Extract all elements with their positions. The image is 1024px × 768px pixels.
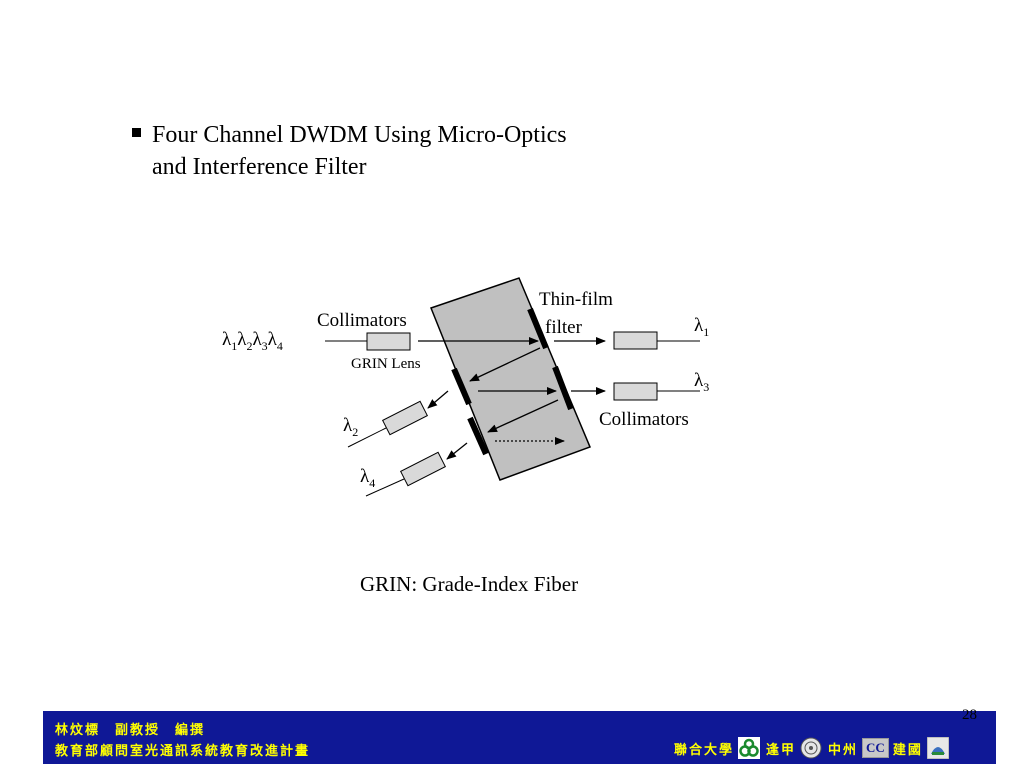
grin-lens-label: GRIN Lens — [351, 356, 421, 372]
output-collimator-3 — [613, 382, 658, 401]
glass-substrate — [430, 277, 591, 481]
page-number: 28 — [962, 707, 977, 723]
output-collimator-1 — [613, 331, 658, 350]
beam-reflect-2 — [487, 399, 559, 433]
output-fiber-4 — [365, 478, 405, 497]
filter-label: filter — [545, 317, 583, 338]
collimators-label-top: Collimators — [317, 310, 407, 331]
output-beam-4 — [446, 442, 468, 460]
bullet-square-icon — [132, 128, 141, 137]
output-collimator-2 — [381, 400, 429, 436]
thin-film-label: Thin-film — [539, 289, 613, 310]
input-collimator — [366, 332, 411, 351]
partner-union-university: 聯合大學 — [674, 742, 735, 758]
output-fiber-2 — [347, 427, 387, 448]
input-wavelengths-label: λ1λ2λ3λ4 — [222, 329, 283, 353]
partner-chienkuo: 建國 — [892, 742, 923, 758]
lambda4-label: λ4 — [360, 466, 375, 490]
lambda1-label: λ1 — [694, 315, 709, 339]
filter-4 — [467, 416, 489, 456]
footer-bar: 28 林炆標 副教授 編撰 教育部顧問室光通訊系統教育改進計畫 聯合大學 逢甲 … — [43, 707, 996, 764]
filter-3 — [552, 365, 574, 411]
footer-project: 教育部顧問室光通訊系統教育改進計畫 — [55, 744, 311, 759]
beam-reflect-1 — [469, 347, 541, 382]
output-beam-2 — [427, 390, 449, 409]
partner-chungchou: 中州 — [828, 742, 859, 758]
partner-logos: 聯合大學 逢甲 中州 CC 建國 — [674, 735, 955, 761]
lambda3-label: λ3 — [694, 370, 709, 394]
filter-1 — [527, 307, 549, 350]
collimators-label-right: Collimators — [599, 409, 689, 430]
cc-badge-icon: CC — [862, 738, 889, 758]
footer-author: 林炆標 副教授 編撰 — [55, 723, 206, 738]
union-university-logo-icon — [738, 737, 761, 759]
partner-fengchia: 逢甲 — [766, 742, 797, 758]
bullet-text-line1: Four Channel DWDM Using Micro-Optics — [152, 122, 567, 148]
lambda2-label: λ2 — [343, 415, 358, 439]
output-collimator-4 — [399, 451, 447, 487]
grin-caption: GRIN: Grade-Index Fiber — [360, 572, 579, 596]
fengchia-seal-icon — [800, 737, 822, 759]
chienkuo-logo-icon — [926, 737, 949, 759]
bullet-text-line2: and Interference Filter — [152, 154, 367, 180]
filter-2 — [451, 367, 472, 406]
